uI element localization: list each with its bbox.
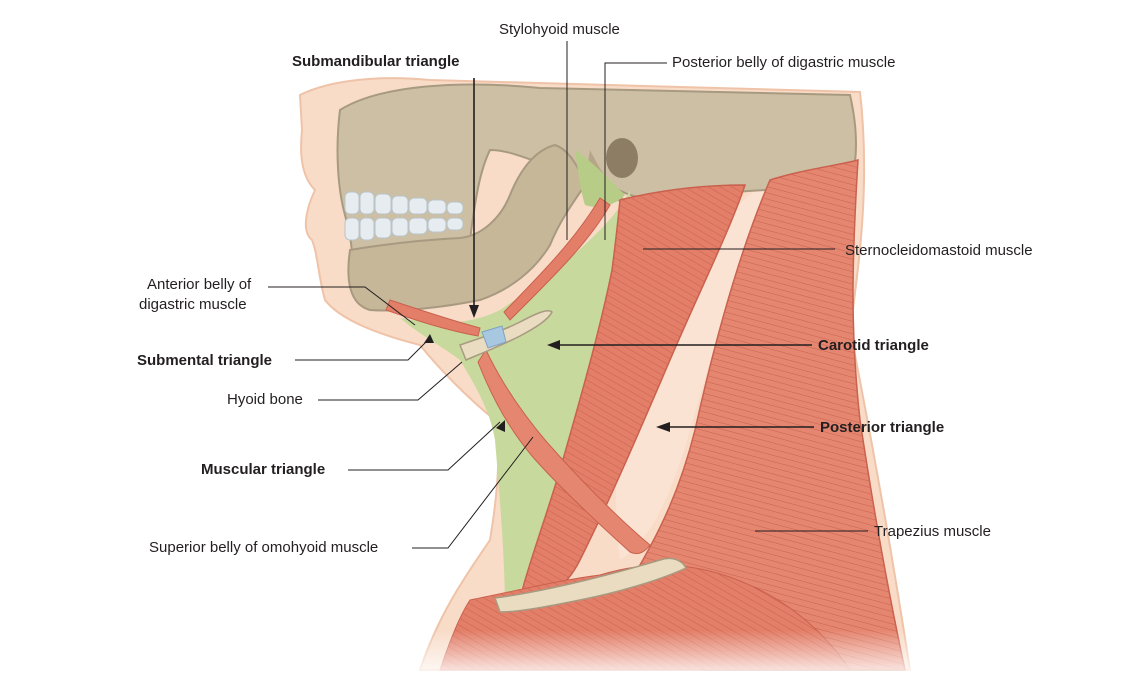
arrow-muscular-head bbox=[496, 420, 505, 432]
label-submandibular-triangle: Submandibular triangle bbox=[292, 53, 460, 70]
ear-canal bbox=[606, 138, 638, 178]
label-submental-triangle: Submental triangle bbox=[137, 352, 272, 369]
arrow-carotid-head bbox=[547, 340, 560, 350]
label-sternocleidomastoid: Sternocleidomastoid muscle bbox=[845, 242, 1033, 259]
label-muscular-triangle: Muscular triangle bbox=[201, 461, 325, 478]
teeth bbox=[344, 191, 464, 241]
arrow-submandibular-head bbox=[469, 305, 479, 318]
label-stylohyoid: Stylohyoid muscle bbox=[499, 21, 620, 38]
label-posterior-belly-digastric: Posterior belly of digastric muscle bbox=[672, 54, 895, 71]
digastric-posterior-belly-shape bbox=[503, 197, 611, 321]
label-posterior-triangle: Posterior triangle bbox=[820, 419, 944, 436]
clavicle bbox=[493, 557, 688, 613]
leader-anterior-belly bbox=[268, 286, 416, 326]
arrow-submental-head bbox=[424, 334, 434, 343]
posterior-triangle-area bbox=[616, 180, 770, 560]
leader-posterior-belly bbox=[604, 62, 667, 240]
label-anterior-belly-line2: digastric muscle bbox=[139, 296, 247, 313]
arrow-posterior-head bbox=[656, 422, 670, 432]
arrows bbox=[424, 78, 814, 432]
label-omohyoid: Superior belly of omohyoid muscle bbox=[149, 539, 378, 556]
leader-omohyoid bbox=[412, 436, 534, 549]
leader-lines bbox=[268, 41, 868, 549]
hyoid-cartilage bbox=[481, 325, 507, 349]
bottom-fade bbox=[400, 630, 960, 682]
omohyoid-muscle-shape bbox=[477, 348, 651, 555]
styloid-region bbox=[575, 150, 625, 207]
label-hyoid-bone: Hyoid bone bbox=[227, 391, 303, 408]
digastric-anterior-belly-shape bbox=[385, 299, 481, 337]
label-anterior-belly-line1: Anterior belly of bbox=[147, 276, 252, 293]
label-trapezius: Trapezius muscle bbox=[874, 523, 991, 540]
leader-submental bbox=[295, 339, 429, 361]
leader-muscular bbox=[348, 421, 501, 471]
label-carotid-triangle: Carotid triangle bbox=[818, 337, 929, 354]
leader-hyoid bbox=[318, 361, 463, 401]
